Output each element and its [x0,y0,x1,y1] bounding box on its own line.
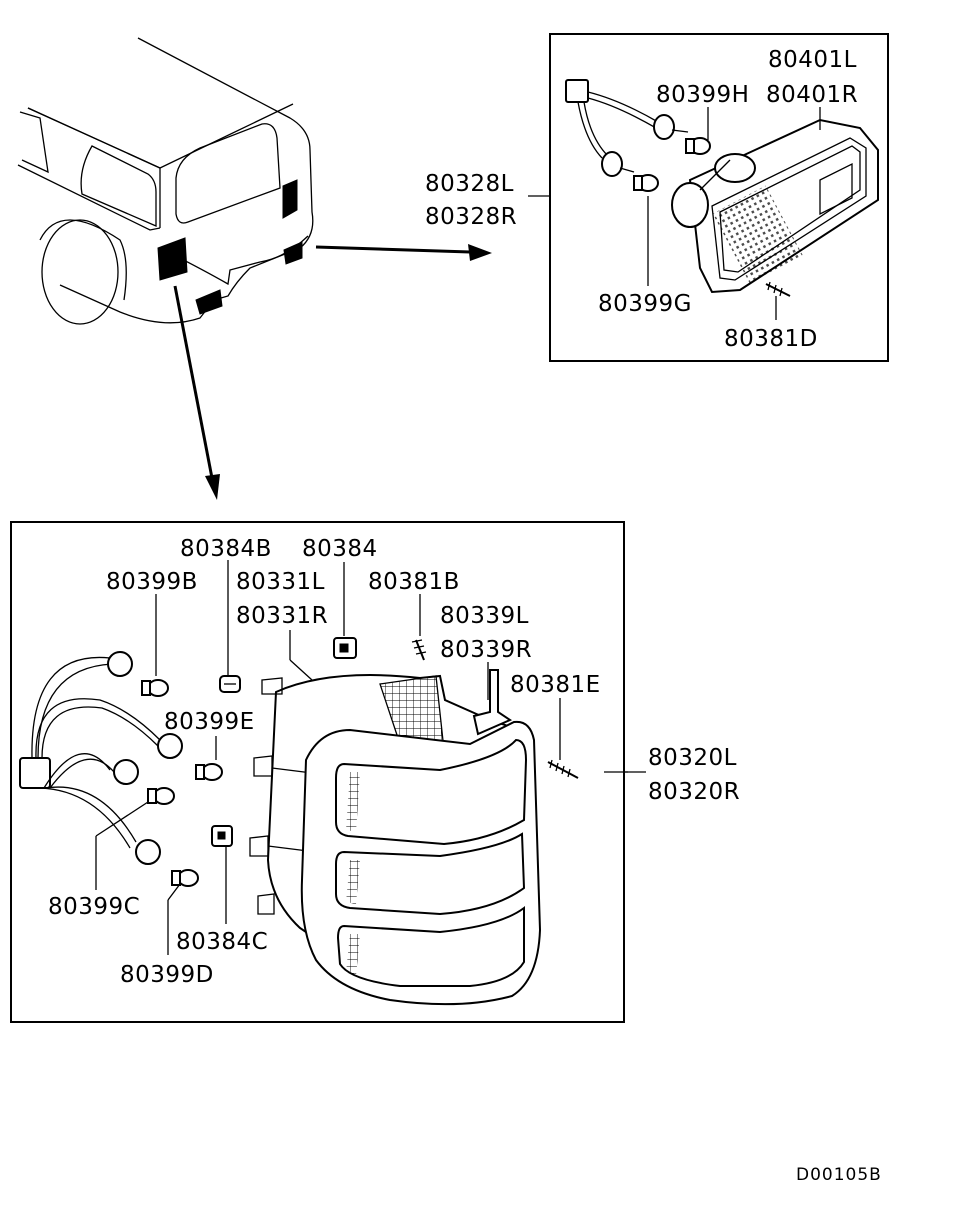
label-80399e: 80399E [164,709,255,735]
label-80384c: 80384C [176,929,268,955]
vehicle-sketch [17,37,314,325]
bulb-d-icon [171,869,199,887]
screw-d-icon [765,281,791,297]
screw-e-icon [547,759,579,779]
label-80399c: 80399C [48,894,140,920]
clip-c-icon [211,825,233,847]
label-80339r: 80339R [440,637,532,663]
label-80381e: 80381E [510,672,601,698]
rear-combination-lamp-drawing [249,669,542,1006]
label-80384: 80384 [302,536,378,562]
label-80331r: 80331R [236,603,328,629]
screw-b-icon [411,639,427,661]
side-marker-lamp-drawing [671,118,879,294]
label-80399b: 80399B [106,569,198,595]
label-80384b: 80384B [180,536,272,562]
wiring-harness-top [565,79,689,177]
top-detail-panel [549,33,889,362]
label-80320r: 80320R [648,779,740,805]
bulb-b-icon [141,679,169,697]
label-80331l: 80331L [236,569,325,595]
bulb-e-icon [195,763,223,781]
arrow-to-top-panel [315,244,492,261]
label-80328r: 80328R [425,204,517,230]
label-80381b: 80381B [368,569,460,595]
side-marker-highlight [282,179,298,219]
label-80381d: 80381D [724,326,818,352]
rear-combination-lamp-highlight [157,237,188,281]
label-80401l: 80401L [768,47,857,73]
bulb-c-icon [147,787,175,805]
clip-icon [333,637,357,659]
label-80328l: 80328L [425,171,514,197]
label-80399h: 80399H [656,82,749,108]
label-80399d: 80399D [120,962,214,988]
label-80401r: 80401R [766,82,858,108]
label-80320l: 80320L [648,745,737,771]
bulb-h-icon [685,137,711,155]
clip-b-icon [219,675,241,693]
label-80399g: 80399G [598,291,692,317]
bulb-g-icon [633,174,659,192]
wiring-harness-bottom [19,651,183,865]
label-80339l: 80339L [440,603,529,629]
diagram-code: D00105B [796,1165,882,1185]
arrow-to-bottom-panel [173,285,220,500]
